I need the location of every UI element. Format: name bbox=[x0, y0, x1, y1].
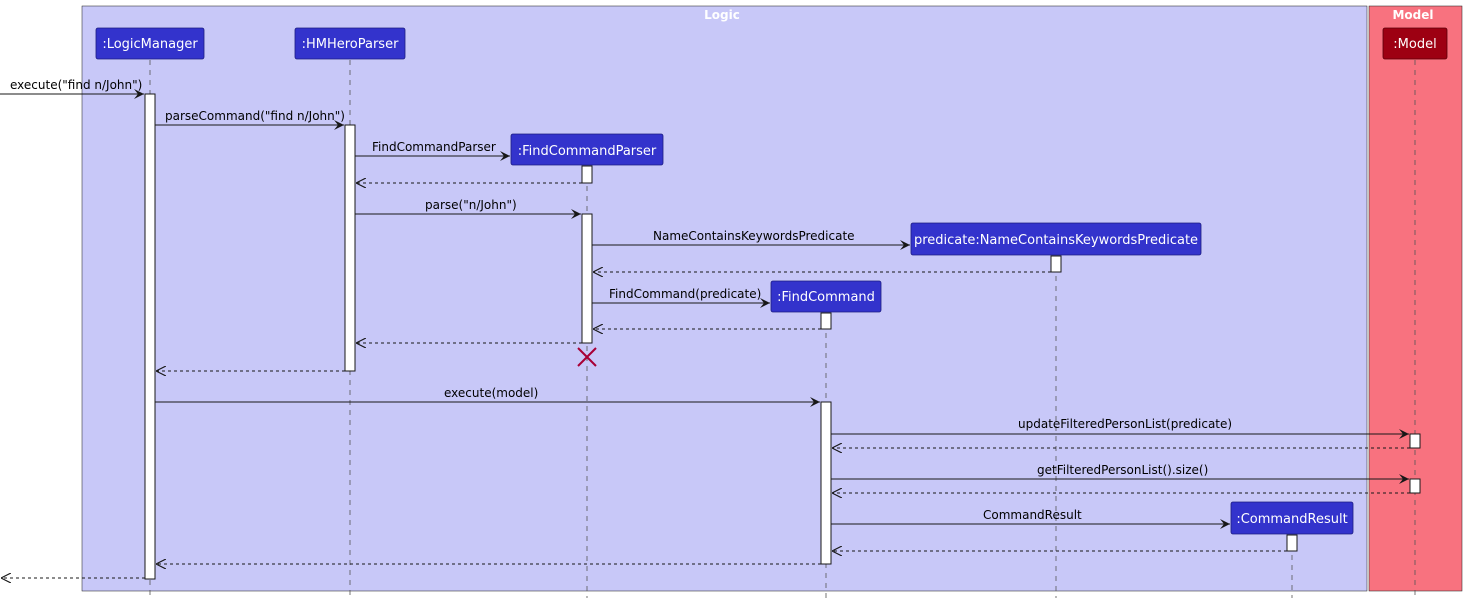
participant-command-result: :CommandResult bbox=[1230, 501, 1354, 535]
participant-logic-manager-label: :LogicManager bbox=[102, 37, 198, 52]
label-create-predicate: NameContainsKeywordsPredicate bbox=[653, 229, 855, 243]
participant-hmhero-parser: :HMHeroParser bbox=[294, 27, 406, 60]
label-get-filtered-person-list-size: getFilteredPersonList().size() bbox=[1037, 463, 1208, 477]
label-create-command-result: CommandResult bbox=[983, 508, 1082, 522]
activation-hmhero-parser bbox=[344, 124, 356, 372]
label-execute-model: execute(model) bbox=[444, 386, 538, 400]
activation-model-size bbox=[1409, 478, 1421, 494]
destroy-mark bbox=[577, 347, 597, 367]
activation-predicate bbox=[1050, 255, 1062, 273]
logic-box bbox=[81, 5, 1368, 592]
activation-model-update bbox=[1409, 433, 1421, 449]
label-execute-find: execute("find n/John") bbox=[10, 78, 142, 92]
participant-find-command: :FindCommand bbox=[770, 280, 882, 313]
model-box bbox=[1368, 5, 1463, 592]
label-parse-args: parse("n/John") bbox=[425, 198, 517, 212]
participant-predicate: predicate:NameContainsKeywordsPredicate bbox=[910, 222, 1202, 256]
participant-find-command-label: :FindCommand bbox=[777, 290, 875, 305]
label-create-find-command-parser: FindCommandParser bbox=[372, 140, 496, 154]
activation-logic-manager bbox=[144, 93, 156, 580]
model-box-title: Model bbox=[1392, 8, 1433, 22]
activation-find-command-execute bbox=[820, 401, 832, 565]
participant-predicate-label: predicate:NameContainsKeywordsPredicate bbox=[914, 233, 1198, 248]
participant-model: :Model bbox=[1382, 27, 1448, 60]
label-update-filtered-person-list: updateFilteredPersonList(predicate) bbox=[1018, 417, 1232, 431]
participant-hmhero-parser-label: :HMHeroParser bbox=[302, 37, 399, 52]
activation-find-command-init bbox=[820, 312, 832, 330]
activation-command-result bbox=[1286, 534, 1298, 552]
logic-box-title: Logic bbox=[704, 8, 740, 22]
participant-model-label: :Model bbox=[1393, 37, 1436, 52]
label-create-find-command: FindCommand(predicate) bbox=[609, 287, 761, 301]
activation-find-command-parser-parse bbox=[581, 213, 593, 344]
participant-logic-manager: :LogicManager bbox=[95, 27, 205, 60]
participant-command-result-label: :CommandResult bbox=[1236, 512, 1347, 527]
activation-find-command-parser-init bbox=[581, 165, 593, 184]
participant-find-command-parser: :FindCommandParser bbox=[510, 133, 664, 166]
participant-find-command-parser-label: :FindCommandParser bbox=[518, 144, 657, 159]
label-parse-command: parseCommand("find n/John") bbox=[165, 109, 345, 123]
